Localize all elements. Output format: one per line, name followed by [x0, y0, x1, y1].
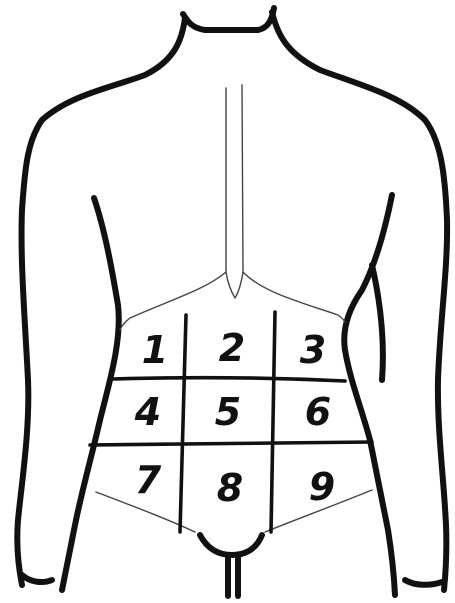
region-label-7: 7 [135, 458, 162, 502]
region-label-9: 9 [309, 465, 335, 509]
vertical-line-left [180, 315, 186, 532]
region-label-4: 4 [134, 390, 161, 434]
left-rib-arch [120, 272, 226, 330]
right-hand-outline [405, 580, 442, 585]
region-label-1: 1 [142, 328, 168, 372]
horizontal-line-upper [112, 378, 345, 381]
region-label-8: 8 [217, 466, 243, 510]
xiphoid-process [226, 272, 243, 298]
left-hand-outline [22, 575, 52, 582]
region-label-5: 5 [215, 390, 241, 434]
vertical-line-right [271, 312, 275, 532]
neck-outline [183, 8, 274, 30]
horizontal-line-lower [90, 442, 372, 445]
sternum-line-right [242, 85, 243, 272]
region-label-2: 2 [219, 326, 245, 370]
region-label-3: 3 [300, 328, 326, 372]
right-torso-side [344, 195, 395, 595]
right-rib-arch [243, 272, 345, 322]
pelvis-curve [200, 535, 262, 555]
region-label-6: 6 [305, 390, 331, 434]
right-inner-arm-curve [372, 265, 383, 380]
left-torso-side [62, 198, 119, 590]
